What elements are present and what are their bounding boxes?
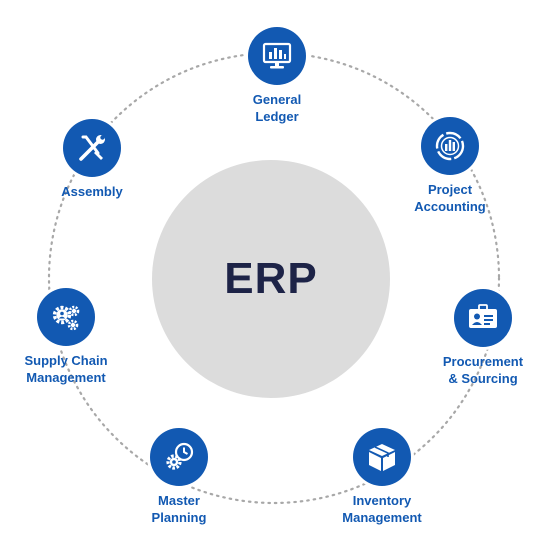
supply-chain-label: Supply Chain Management: [24, 353, 108, 385]
monitor-chart-icon: [262, 42, 292, 69]
project-accounting-label: Project Accounting: [414, 182, 486, 214]
procurement-icon-circle: [454, 289, 512, 347]
gears-person-icon: [52, 305, 80, 331]
wrench-screwdriver-icon: [79, 135, 105, 161]
circular-chart-icon: [435, 131, 465, 161]
assembly-icon-circle: [63, 119, 121, 177]
project-accounting-icon-circle: [421, 117, 479, 175]
gear-clock-icon: [166, 442, 194, 470]
master-planning-label: Master Planning: [151, 493, 207, 525]
node-general-ledger[interactable]: General Ledger: [202, 27, 352, 125]
node-project-accounting[interactable]: Project Accounting: [375, 117, 525, 215]
assembly-label: Assembly: [61, 184, 123, 199]
inventory-icon-circle: [353, 428, 411, 486]
general-ledger-icon-circle: [248, 27, 306, 85]
id-card-icon: [469, 304, 497, 328]
erp-title: ERP: [224, 254, 318, 303]
erp-center-circle: ERP: [152, 160, 390, 398]
inventory-label: Inventory Management: [342, 493, 422, 525]
box-icon: [369, 444, 395, 471]
node-assembly[interactable]: Assembly: [17, 119, 167, 200]
general-ledger-label: General Ledger: [252, 92, 302, 124]
node-supply-chain[interactable]: Supply Chain Management: [0, 288, 141, 386]
procurement-label: Procurement & Sourcing: [442, 354, 524, 386]
node-master-planning[interactable]: Master Planning: [104, 428, 254, 526]
node-inventory-management[interactable]: Inventory Management: [307, 428, 457, 526]
node-procurement-sourcing[interactable]: Procurement & Sourcing: [408, 289, 554, 387]
supply-chain-icon-circle: [37, 288, 95, 346]
master-planning-icon-circle: [150, 428, 208, 486]
